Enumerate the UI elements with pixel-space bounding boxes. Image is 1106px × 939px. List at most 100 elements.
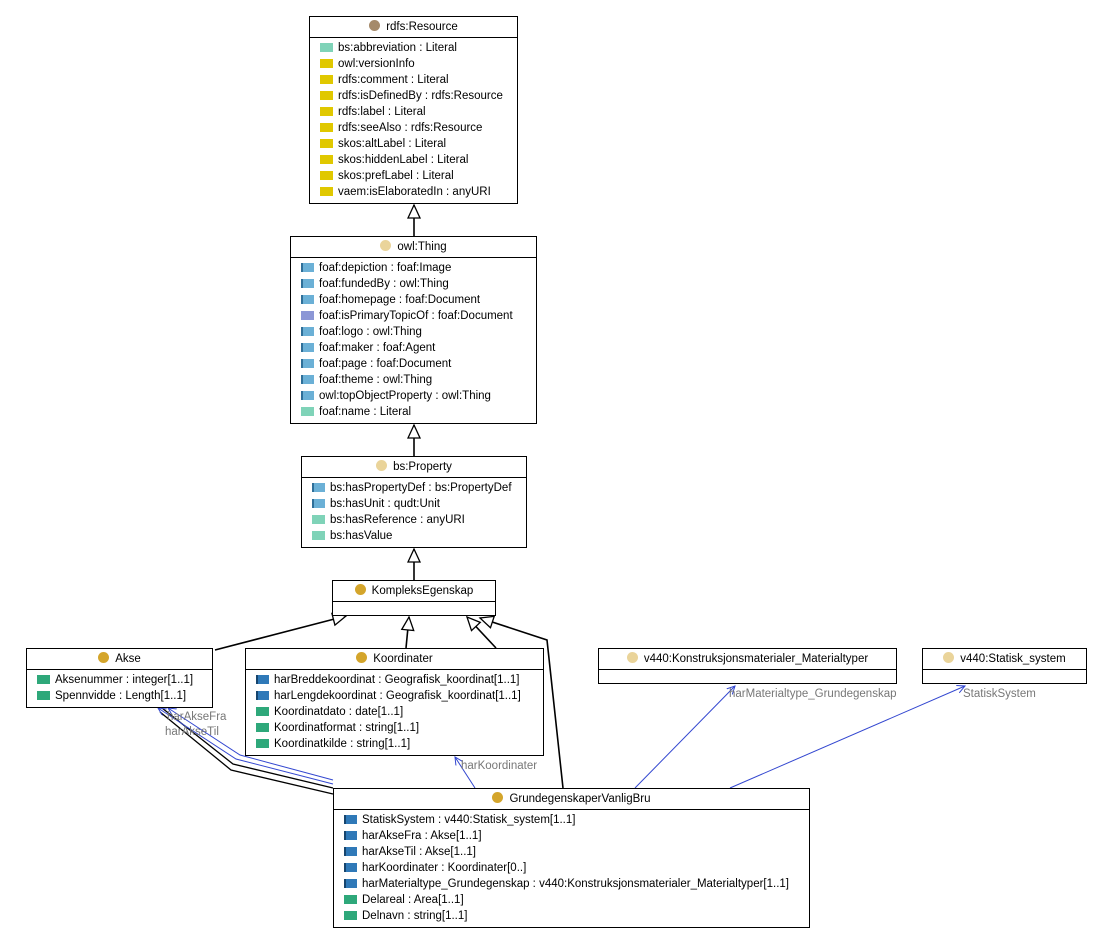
attribute-label: rdfs:seeAlso : rdfs:Resource	[338, 122, 483, 134]
attribute-row[interactable]: foaf:name : Literal	[301, 404, 536, 420]
edge-label-har-materialtype: harMaterialtype_Grundegenskap	[729, 688, 897, 700]
class-grundegenskaper-vanlig-bru[interactable]: GrundegenskaperVanligBru StatiskSystem :…	[333, 788, 810, 928]
annotation-property-icon	[320, 171, 333, 180]
attribute-row[interactable]: Aksenummer : integer[1..1]	[37, 672, 212, 688]
attribute-row[interactable]: foaf:isPrimaryTopicOf : foaf:Document	[301, 308, 536, 324]
attribute-row[interactable]: bs:hasPropertyDef : bs:PropertyDef	[312, 480, 526, 496]
attribute-row[interactable]: Koordinatformat : string[1..1]	[256, 720, 543, 736]
class-owl-thing[interactable]: owl:Thing foaf:depiction : foaf:Image fo…	[290, 236, 537, 424]
attribute-label: foaf:page : foaf:Document	[319, 358, 452, 370]
class-header: v440:Konstruksjonsmaterialer_Materialtyp…	[599, 649, 896, 670]
attribute-row[interactable]: owl:topObjectProperty : owl:Thing	[301, 388, 536, 404]
attribute-icon	[256, 723, 269, 732]
attribute-row[interactable]: Spennvidde : Length[1..1]	[37, 688, 212, 704]
attribute-icon	[256, 739, 269, 748]
attribute-icon	[37, 691, 50, 700]
annotation-property-icon	[320, 75, 333, 84]
attribute-row[interactable]: foaf:theme : owl:Thing	[301, 372, 536, 388]
class-title: rdfs:Resource	[386, 21, 458, 33]
attribute-label: Koordinatkilde : string[1..1]	[274, 738, 411, 750]
class-icon	[354, 584, 366, 595]
attribute-row[interactable]: harAkseFra : Akse[1..1]	[344, 828, 809, 844]
attribute-label: Spennvidde : Length[1..1]	[55, 690, 187, 702]
attribute-label: owl:topObjectProperty : owl:Thing	[319, 390, 491, 402]
attribute-label: skos:prefLabel : Literal	[338, 170, 454, 182]
class-bs-property[interactable]: bs:Property bs:hasPropertyDef : bs:Prope…	[301, 456, 527, 548]
attribute-label: rdfs:comment : Literal	[338, 74, 449, 86]
attribute-row[interactable]: StatiskSystem : v440:Statisk_system[1..1…	[344, 812, 809, 828]
attribute-icon	[344, 895, 357, 904]
attribute-row[interactable]: skos:altLabel : Literal	[320, 136, 517, 152]
attribute-label: vaem:isElaboratedIn : anyURI	[338, 186, 491, 198]
attribute-row[interactable]: rdfs:seeAlso : rdfs:Resource	[320, 120, 517, 136]
attribute-row[interactable]: skos:hiddenLabel : Literal	[320, 152, 517, 168]
class-icon	[380, 240, 392, 251]
annotation-property-icon	[320, 107, 333, 116]
attribute-row[interactable]: foaf:page : foaf:Document	[301, 356, 536, 372]
attribute-row[interactable]: harMaterialtype_Grundegenskap : v440:Kon…	[344, 876, 809, 892]
attribute-icon	[256, 707, 269, 716]
annotation-property-icon	[320, 91, 333, 100]
attribute-row[interactable]: Delareal : Area[1..1]	[344, 892, 809, 908]
inherit-grunnegenskaper-kompleks-a	[467, 617, 497, 649]
attribute-row[interactable]: harBreddekoordinat : Geografisk_koordina…	[256, 672, 543, 688]
class-header: bs:Property	[302, 457, 526, 478]
attribute-row[interactable]: Delnavn : string[1..1]	[344, 908, 809, 924]
class-koordinater[interactable]: Koordinater harBreddekoordinat : Geograf…	[245, 648, 544, 756]
attribute-row[interactable]: foaf:depiction : foaf:Image	[301, 260, 536, 276]
attribute-row[interactable]: Koordinatkilde : string[1..1]	[256, 736, 543, 752]
class-kompleks-egenskap[interactable]: KompleksEgenskap	[332, 580, 496, 616]
inverse-property-icon	[301, 311, 314, 320]
attribute-row[interactable]: owl:versionInfo	[320, 56, 517, 72]
attribute-row[interactable]: rdfs:comment : Literal	[320, 72, 517, 88]
class-title: GrundegenskaperVanligBru	[509, 793, 651, 805]
class-akse[interactable]: Akse Aksenummer : integer[1..1] Spennvid…	[26, 648, 213, 708]
datatype-property-icon	[320, 43, 333, 52]
attribute-label: StatiskSystem : v440:Statisk_system[1..1…	[362, 814, 576, 826]
attribute-label: bs:hasUnit : qudt:Unit	[330, 498, 440, 510]
object-property-icon	[312, 499, 325, 508]
annotation-property-icon	[320, 155, 333, 164]
attribute-row[interactable]: bs:hasUnit : qudt:Unit	[312, 496, 526, 512]
attribute-label: Koordinatformat : string[1..1]	[274, 722, 420, 734]
attribute-row[interactable]: bs:hasReference : anyURI	[312, 512, 526, 528]
attribute-label: owl:versionInfo	[338, 58, 415, 70]
datatype-property-icon	[312, 515, 325, 524]
edge-label-statisk-system: StatiskSystem	[963, 688, 1036, 700]
attribute-row[interactable]: bs:hasValue	[312, 528, 526, 544]
assoc-har-materialtype	[634, 686, 735, 789]
attribute-row[interactable]: vaem:isElaboratedIn : anyURI	[320, 184, 517, 200]
attribute-row[interactable]: harLengdekoordinat : Geografisk_koordina…	[256, 688, 543, 704]
class-rdfs-resource[interactable]: rdfs:Resource bs:abbreviation : Literal …	[309, 16, 518, 204]
attribute-label: skos:altLabel : Literal	[338, 138, 447, 150]
object-property-icon	[312, 483, 325, 492]
attribute-row[interactable]: foaf:fundedBy : owl:Thing	[301, 276, 536, 292]
attribute-row[interactable]: rdfs:isDefinedBy : rdfs:Resource	[320, 88, 517, 104]
class-title: v440:Konstruksjonsmaterialer_Materialtyp…	[643, 653, 869, 665]
attribute-row[interactable]: Koordinatdato : date[1..1]	[256, 704, 543, 720]
attribute-label: bs:hasReference : anyURI	[330, 514, 465, 526]
class-icon	[943, 652, 955, 663]
attribute-row[interactable]: foaf:logo : owl:Thing	[301, 324, 536, 340]
object-property-icon	[301, 263, 314, 272]
attribute-label: harAkseFra : Akse[1..1]	[362, 830, 482, 842]
class-statisk-system[interactable]: v440:Statisk_system	[922, 648, 1087, 684]
attribute-label: foaf:homepage : foaf:Document	[319, 294, 481, 306]
class-header: owl:Thing	[291, 237, 536, 258]
attribute-label: bs:abbreviation : Literal	[338, 42, 457, 54]
attribute-row[interactable]: harKoordinater : Koordinater[0..]	[344, 860, 809, 876]
object-property-icon	[301, 343, 314, 352]
edge-label-har-akse-fra: harAkseFra	[167, 711, 227, 723]
class-title: v440:Statisk_system	[960, 653, 1066, 665]
attribute-row[interactable]: bs:abbreviation : Literal	[320, 40, 517, 56]
attribute-row[interactable]: foaf:homepage : foaf:Document	[301, 292, 536, 308]
attribute-row[interactable]: skos:prefLabel : Literal	[320, 168, 517, 184]
class-icon	[626, 652, 638, 663]
object-property-icon	[301, 391, 314, 400]
association-icon	[344, 847, 357, 856]
attribute-row[interactable]: foaf:maker : foaf:Agent	[301, 340, 536, 356]
class-konstruksjonsmaterialer-materialtyper[interactable]: v440:Konstruksjonsmaterialer_Materialtyp…	[598, 648, 897, 684]
attribute-row[interactable]: rdfs:label : Literal	[320, 104, 517, 120]
attribute-label: foaf:fundedBy : owl:Thing	[319, 278, 449, 290]
attribute-row[interactable]: harAkseTil : Akse[1..1]	[344, 844, 809, 860]
